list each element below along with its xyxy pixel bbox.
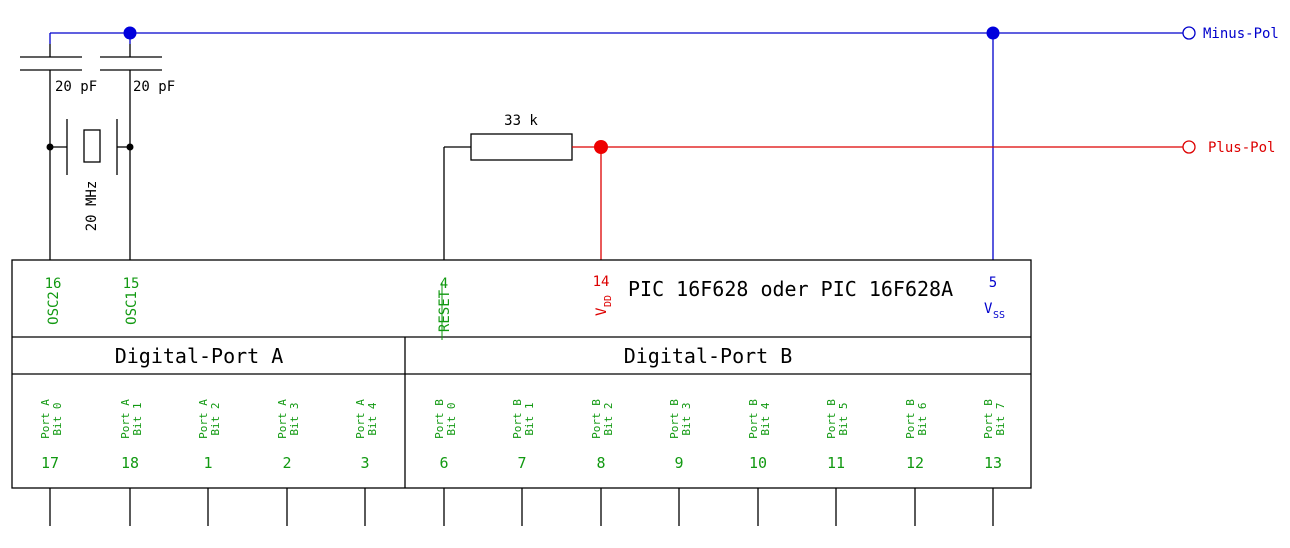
port-pin-bit-label: Bit 6 xyxy=(916,402,929,435)
port-pin-port-label: Port B xyxy=(904,399,917,439)
resistor-body-icon xyxy=(470,133,573,161)
port-pin-bit-label: Bit 5 xyxy=(837,402,850,435)
top-pin-vss: 5 V SS xyxy=(984,275,1005,321)
port-pin-port-label: Port A xyxy=(119,399,132,439)
port-pin-port-label: Port B xyxy=(433,399,446,439)
crystal-frequency-label: 20 MHz xyxy=(84,181,100,232)
capacitor-c2: 20 pF xyxy=(100,44,175,260)
pic-chip: PIC 16F628 oder PIC 16F628A 16 OSC2 15 O… xyxy=(11,259,1032,526)
resistor-value-label: 33 k xyxy=(504,113,538,129)
pin-name-subscript: DD xyxy=(603,295,614,307)
port-pin-number: 8 xyxy=(596,454,605,472)
junction-dot-crystal-left xyxy=(46,143,54,151)
port-pin-number: 10 xyxy=(749,454,767,472)
junction-dot-minus-osc xyxy=(123,26,137,40)
pin-number: 16 xyxy=(45,276,62,292)
port-pin-bit-label: Bit 3 xyxy=(680,402,693,435)
top-pin-reset: 4 RESET xyxy=(437,276,453,340)
top-pin-vdd: 14 V DD xyxy=(593,274,614,316)
port-pin-bit-label: Bit 4 xyxy=(759,402,772,435)
c2-value-label: 20 pF xyxy=(133,79,175,95)
port-pin-port-label: Port B xyxy=(747,399,760,439)
port-pin-number: 2 xyxy=(282,454,291,472)
port-pin-port-label: Port A xyxy=(197,399,210,439)
port-pin-bit-label: Bit 3 xyxy=(288,402,301,435)
reset-resistor: 33 k xyxy=(443,113,573,260)
junction-dot-minus-vss xyxy=(986,26,1000,40)
pin-name-subscript: SS xyxy=(993,310,1005,321)
port-pin-port-label: Port B xyxy=(590,399,603,439)
chip-name: PIC 16F628 oder PIC 16F628A xyxy=(628,277,953,301)
port-pin-number: 7 xyxy=(517,454,526,472)
port-b-title: Digital-Port B xyxy=(624,344,793,368)
port-pin-number: 6 xyxy=(439,454,448,472)
port-pin-number: 12 xyxy=(906,454,924,472)
top-pin-osc2: 16 OSC2 xyxy=(45,276,62,325)
port-pin-port-label: Port B xyxy=(825,399,838,439)
c1-value-label: 20 pF xyxy=(55,79,97,95)
port-pin-number: 13 xyxy=(984,454,1002,472)
pin-label-vdd: V DD xyxy=(594,295,614,316)
pin-name: OSC1 xyxy=(124,291,140,325)
port-pin-number: 9 xyxy=(674,454,683,472)
minus-rail: Minus-Pol xyxy=(49,26,1279,260)
pin-number: 14 xyxy=(593,274,610,290)
minus-terminal-icon[interactable] xyxy=(1182,26,1196,40)
pin-name: OSC2 xyxy=(46,291,62,325)
port-a-title: Digital-Port A xyxy=(115,344,284,368)
port-pin-port-label: Port B xyxy=(511,399,524,439)
port-pin-bit-label: Bit 2 xyxy=(602,402,615,435)
port-pin-bit-label: Bit 0 xyxy=(51,402,64,435)
port-pin-port-label: Port A xyxy=(354,399,367,439)
plus-terminal-icon[interactable] xyxy=(1182,140,1196,154)
capacitor-c1: 20 pF xyxy=(20,44,97,260)
port-pin-port-label: Port A xyxy=(276,399,289,439)
pin-number: 5 xyxy=(989,275,997,291)
crystal-body-icon xyxy=(83,129,101,163)
port-pin-port-label: Port B xyxy=(668,399,681,439)
port-pin-bit-label: Bit 7 xyxy=(994,402,1007,435)
port-pin-bit-label: Bit 1 xyxy=(523,402,536,435)
port-pin-number: 18 xyxy=(121,454,139,472)
port-pin-bit-label: Bit 0 xyxy=(445,402,458,435)
port-pin-number: 3 xyxy=(360,454,369,472)
plus-rail: Plus-Pol xyxy=(572,140,1275,260)
plus-terminal-label: Plus-Pol xyxy=(1208,140,1275,156)
crystal-oscillator: 20 MHz xyxy=(46,119,134,232)
port-pin-bit-label: Bit 1 xyxy=(131,402,144,435)
port-pin-number: 1 xyxy=(203,454,212,472)
minus-terminal-label: Minus-Pol xyxy=(1203,26,1279,42)
junction-dot-plus-vdd xyxy=(594,140,608,154)
port-pin-bit-label: Bit 4 xyxy=(366,402,379,435)
port-pin-number: 17 xyxy=(41,454,59,472)
pin-number: 15 xyxy=(123,276,140,292)
top-pin-osc1: 15 OSC1 xyxy=(123,276,140,325)
port-pin-bit-label: Bit 2 xyxy=(209,402,222,435)
pin-name: V xyxy=(984,301,993,317)
junction-dot-crystal-right xyxy=(126,143,134,151)
port-pin-port-label: Port B xyxy=(982,399,995,439)
pin-name: V xyxy=(594,307,610,316)
port-pin-port-label: Port A xyxy=(39,399,52,439)
port-pin-number: 11 xyxy=(827,454,845,472)
pin-name: RESET xyxy=(437,289,453,332)
pin-number: 4 xyxy=(440,276,448,292)
